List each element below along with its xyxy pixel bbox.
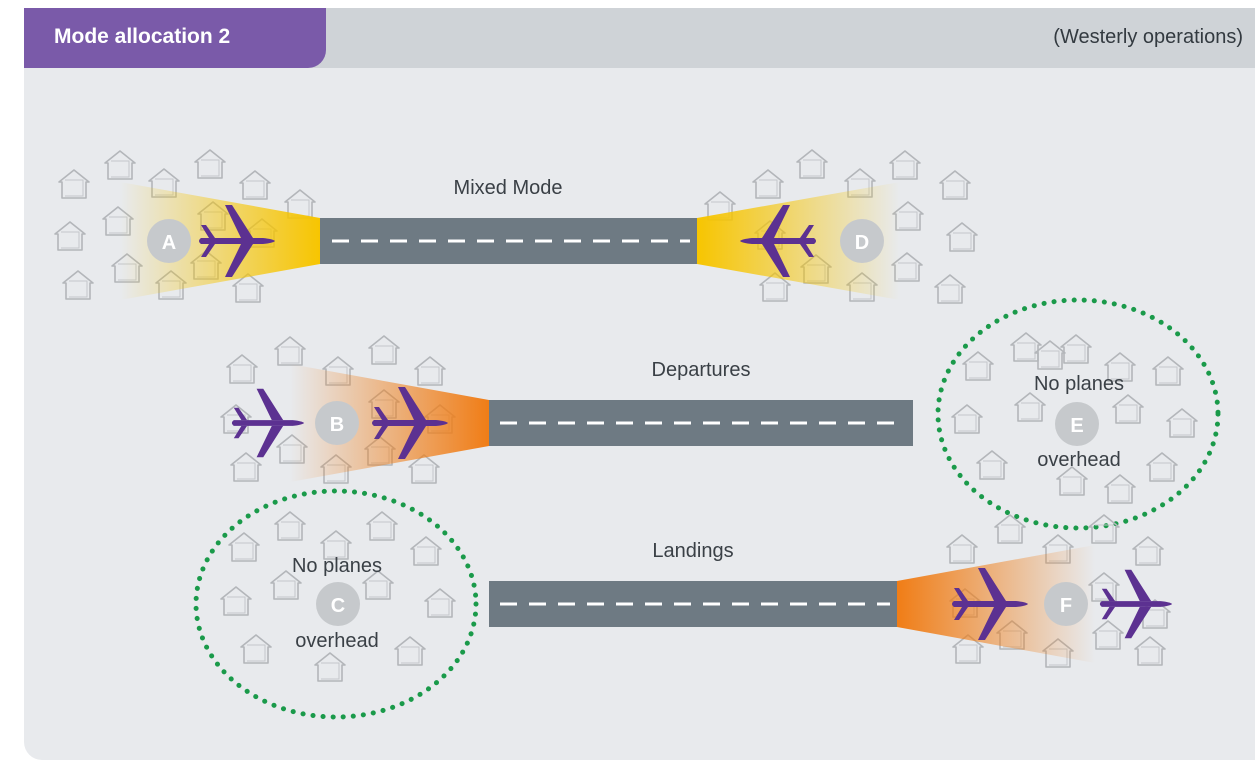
zone-label-b: B: [330, 414, 344, 436]
no-planes-zone-e: [935, 297, 1221, 531]
zone-marker-d: [840, 219, 884, 263]
zone-marker-c: [316, 582, 360, 626]
zone-e-note-line2: overhead: [1037, 449, 1120, 471]
page-subtitle: (Westerly operations): [1053, 26, 1243, 48]
zone-e-note-line1: No planes: [1034, 373, 1124, 395]
zone-marker-e: [1055, 402, 1099, 446]
row-label-mixed-mode: Mixed Mode: [454, 177, 563, 199]
zone-c-note-line2: overhead: [295, 630, 378, 652]
diagram-panel: Mode allocation 2 (Westerly operations): [24, 8, 1255, 760]
row-label-landings: Landings: [652, 540, 733, 562]
zone-marker-a: [147, 219, 191, 263]
zone-label-d: D: [855, 232, 869, 254]
row-label-departures: Departures: [652, 359, 751, 381]
zone-marker-f: [1044, 582, 1088, 626]
no-planes-zone-c: [193, 488, 479, 720]
title-tab: Mode allocation 2: [24, 8, 326, 68]
zone-c-note-line1: No planes: [292, 555, 382, 577]
zone-marker-b: [315, 401, 359, 445]
zone-label-e: E: [1070, 415, 1083, 437]
zone-label-f: F: [1060, 595, 1072, 617]
page-title: Mode allocation 2: [54, 25, 231, 48]
zone-label-a: A: [162, 232, 176, 254]
zone-label-c: C: [331, 595, 345, 617]
